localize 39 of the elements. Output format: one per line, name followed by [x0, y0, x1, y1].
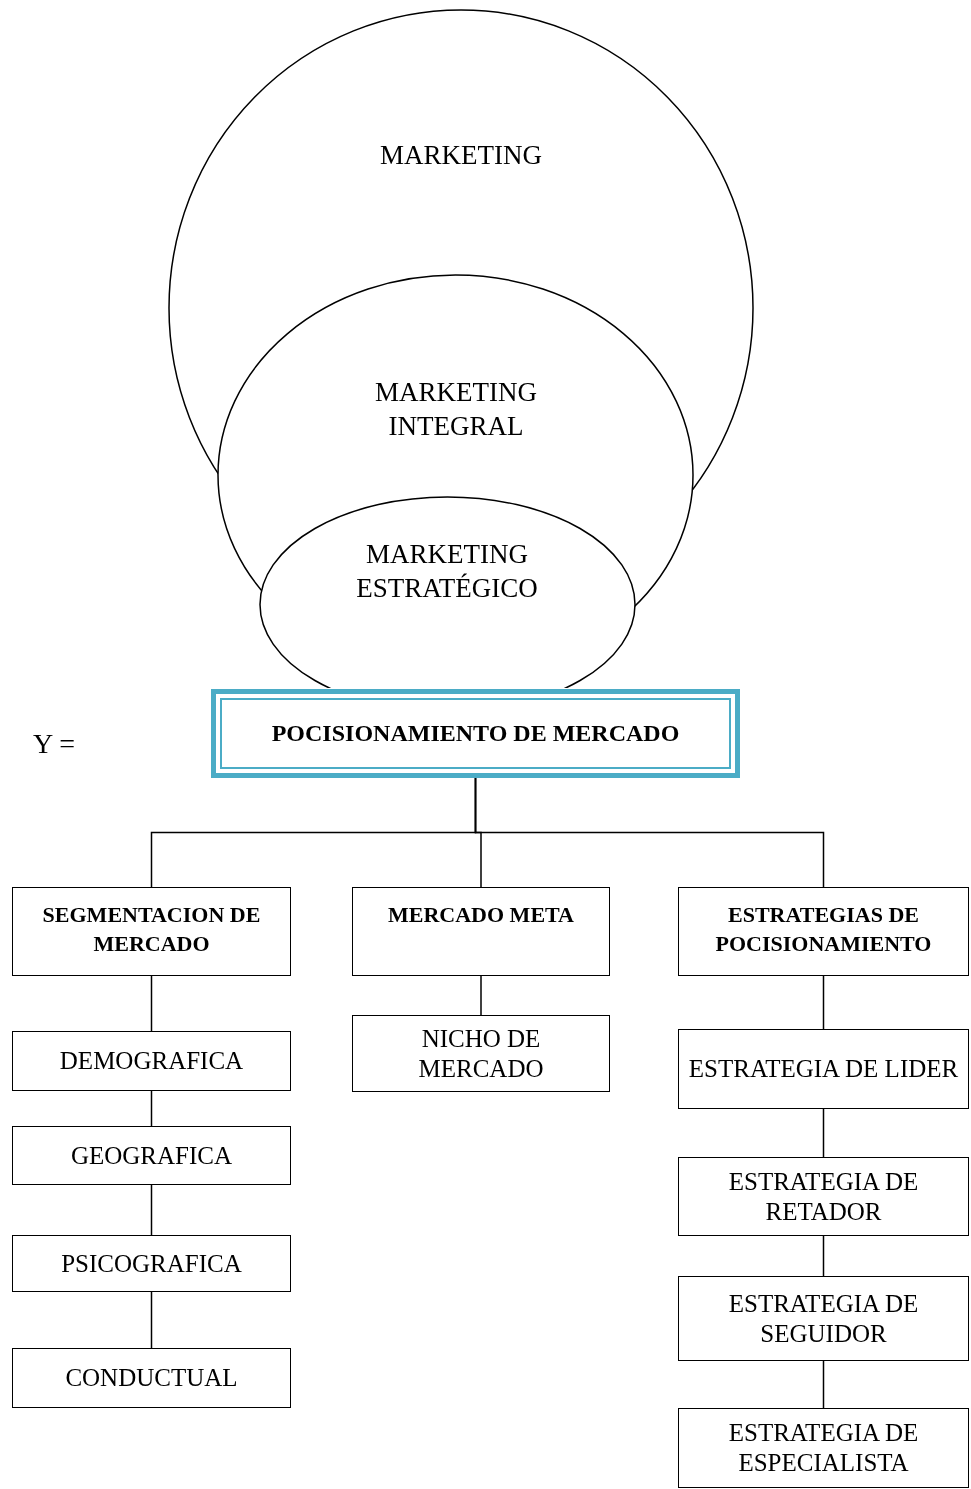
category-box [352, 887, 610, 976]
node-text: POCISIONAMIENTO DE MERCADO [271, 720, 680, 747]
concept-box [12, 1348, 291, 1408]
concept-box [678, 1276, 969, 1361]
category-box [678, 887, 969, 976]
node-text: CONDUCTUAL [65, 1363, 238, 1393]
connector-line [480, 975, 482, 1016]
node-text: GEOGRAFICA [70, 1140, 233, 1171]
node-text: ESTRATEGIA DE SEGUIDOR [727, 1288, 920, 1349]
concept-box [12, 1235, 291, 1292]
concept-box [352, 1015, 610, 1092]
connector-line [150, 975, 153, 1032]
node-text: ESTRATEGIA DE RETADOR [727, 1166, 920, 1227]
equation-label: Y = [33, 728, 75, 760]
connector-line [822, 1360, 825, 1409]
node-text: MERCADO META [388, 901, 574, 929]
connector-line [150, 1291, 153, 1349]
node-text: ESTRATEGIA DE ESPECIALISTA [727, 1418, 920, 1478]
node-text: MARKETING [261, 138, 661, 172]
node-text: SEGMENTACION DE MERCADO [41, 901, 262, 958]
concept-box [678, 1029, 969, 1109]
category-box [12, 887, 291, 976]
concept-box [12, 1031, 291, 1091]
connector-line [150, 1184, 153, 1236]
concept-box [678, 1408, 969, 1488]
connector-line [150, 1090, 153, 1127]
node-text: DEMOGRAFICA [59, 1046, 244, 1076]
node-text: ESTRATEGIA DE LIDER [688, 1054, 959, 1084]
concept-box [12, 1126, 291, 1185]
node-text: PSICOGRAFICA [61, 1248, 242, 1279]
node-text: MARKETING INTEGRAL [336, 375, 576, 443]
connector-line [822, 1235, 825, 1277]
connector-line [822, 1108, 825, 1158]
connector-line [474, 777, 825, 888]
node-text: ESTRATEGIAS DE POCISIONAMIENTO [714, 901, 933, 958]
concept-box [678, 1157, 969, 1236]
connector-line [822, 975, 825, 1030]
node-text: NICHO DE MERCADO [417, 1023, 545, 1084]
title-box [211, 689, 740, 778]
